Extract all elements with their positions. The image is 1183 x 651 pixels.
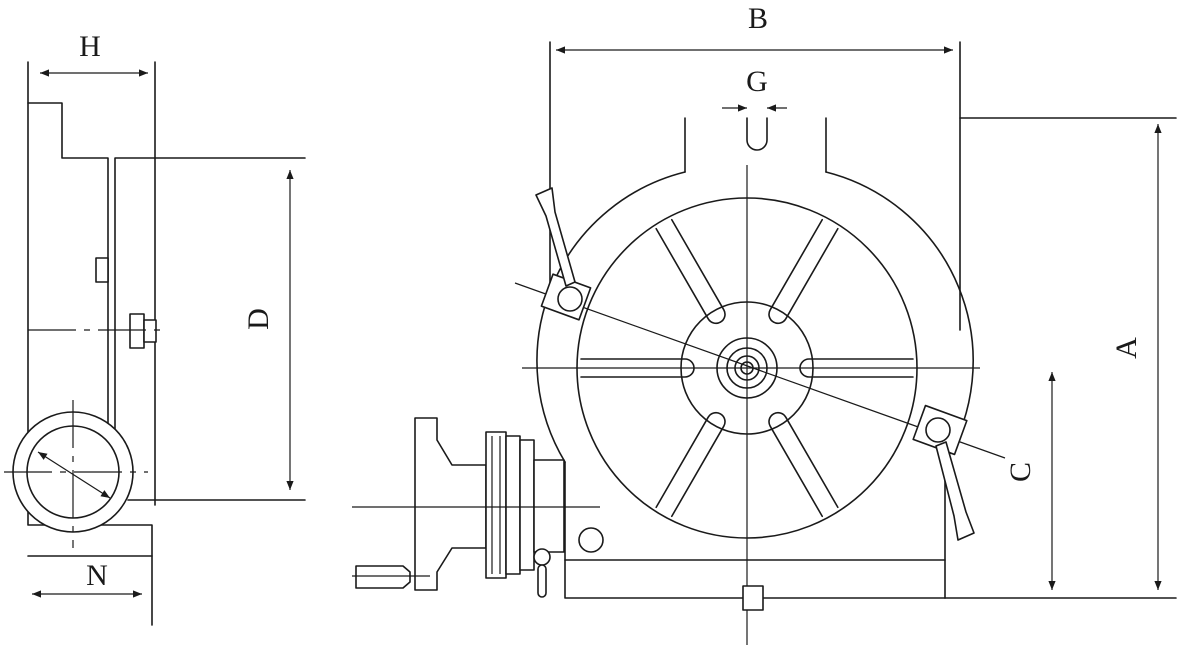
front-key-block <box>742 585 764 611</box>
dim-a-label: A <box>1110 337 1143 359</box>
dim-d-label: D <box>242 308 275 330</box>
dim-c-label: C <box>1004 462 1037 482</box>
radial-t-slot-2 <box>768 411 839 518</box>
shaft-collar-2 <box>505 435 521 575</box>
handwheel-crank <box>355 565 411 589</box>
dim-g-label: G <box>746 65 768 98</box>
side-bolt <box>95 257 109 283</box>
left-lever-arm <box>535 187 576 287</box>
dim-h-label: H <box>79 30 101 63</box>
radial-t-slot-5 <box>655 218 726 325</box>
dimension-a: A <box>1110 124 1162 590</box>
radial-t-slot-3 <box>655 411 726 518</box>
worm-shaft-assembly <box>352 417 600 598</box>
shaft-bushing <box>533 459 565 553</box>
side-view <box>4 61 306 626</box>
front-slot-walls <box>684 117 827 173</box>
left-clamp-pivot <box>557 286 583 312</box>
right-clamp-block <box>912 404 968 456</box>
side-bore-diameter-arrow <box>37 451 111 499</box>
shaft-detent-pin <box>537 564 547 598</box>
side-lock-bolt <box>129 313 145 349</box>
radial-t-slot-6 <box>768 218 839 325</box>
right-clamp-pivot <box>925 417 951 443</box>
shaft-collar-3 <box>519 439 535 571</box>
dimension-d: D <box>242 170 294 490</box>
dimension-c: C <box>1004 372 1056 590</box>
side-lock-head <box>143 319 157 343</box>
front-t-slot <box>746 117 768 151</box>
dim-b-label: B <box>748 2 768 35</box>
left-clamp-lever <box>535 187 592 321</box>
shaft-collar-1 <box>485 431 507 579</box>
right-lever-arm <box>935 441 975 541</box>
dimension-n: N <box>32 559 142 598</box>
dimension-g: G <box>722 65 787 112</box>
dimension-b: B <box>556 2 953 54</box>
front-lock-knob <box>578 527 604 553</box>
dimension-h: H <box>40 30 148 77</box>
right-clamp-lever <box>912 404 975 541</box>
shaft-flange-bracket <box>414 417 487 591</box>
front-view <box>352 41 1177 645</box>
dim-n-label: N <box>86 559 108 592</box>
shaft-detent-knob <box>533 548 551 566</box>
